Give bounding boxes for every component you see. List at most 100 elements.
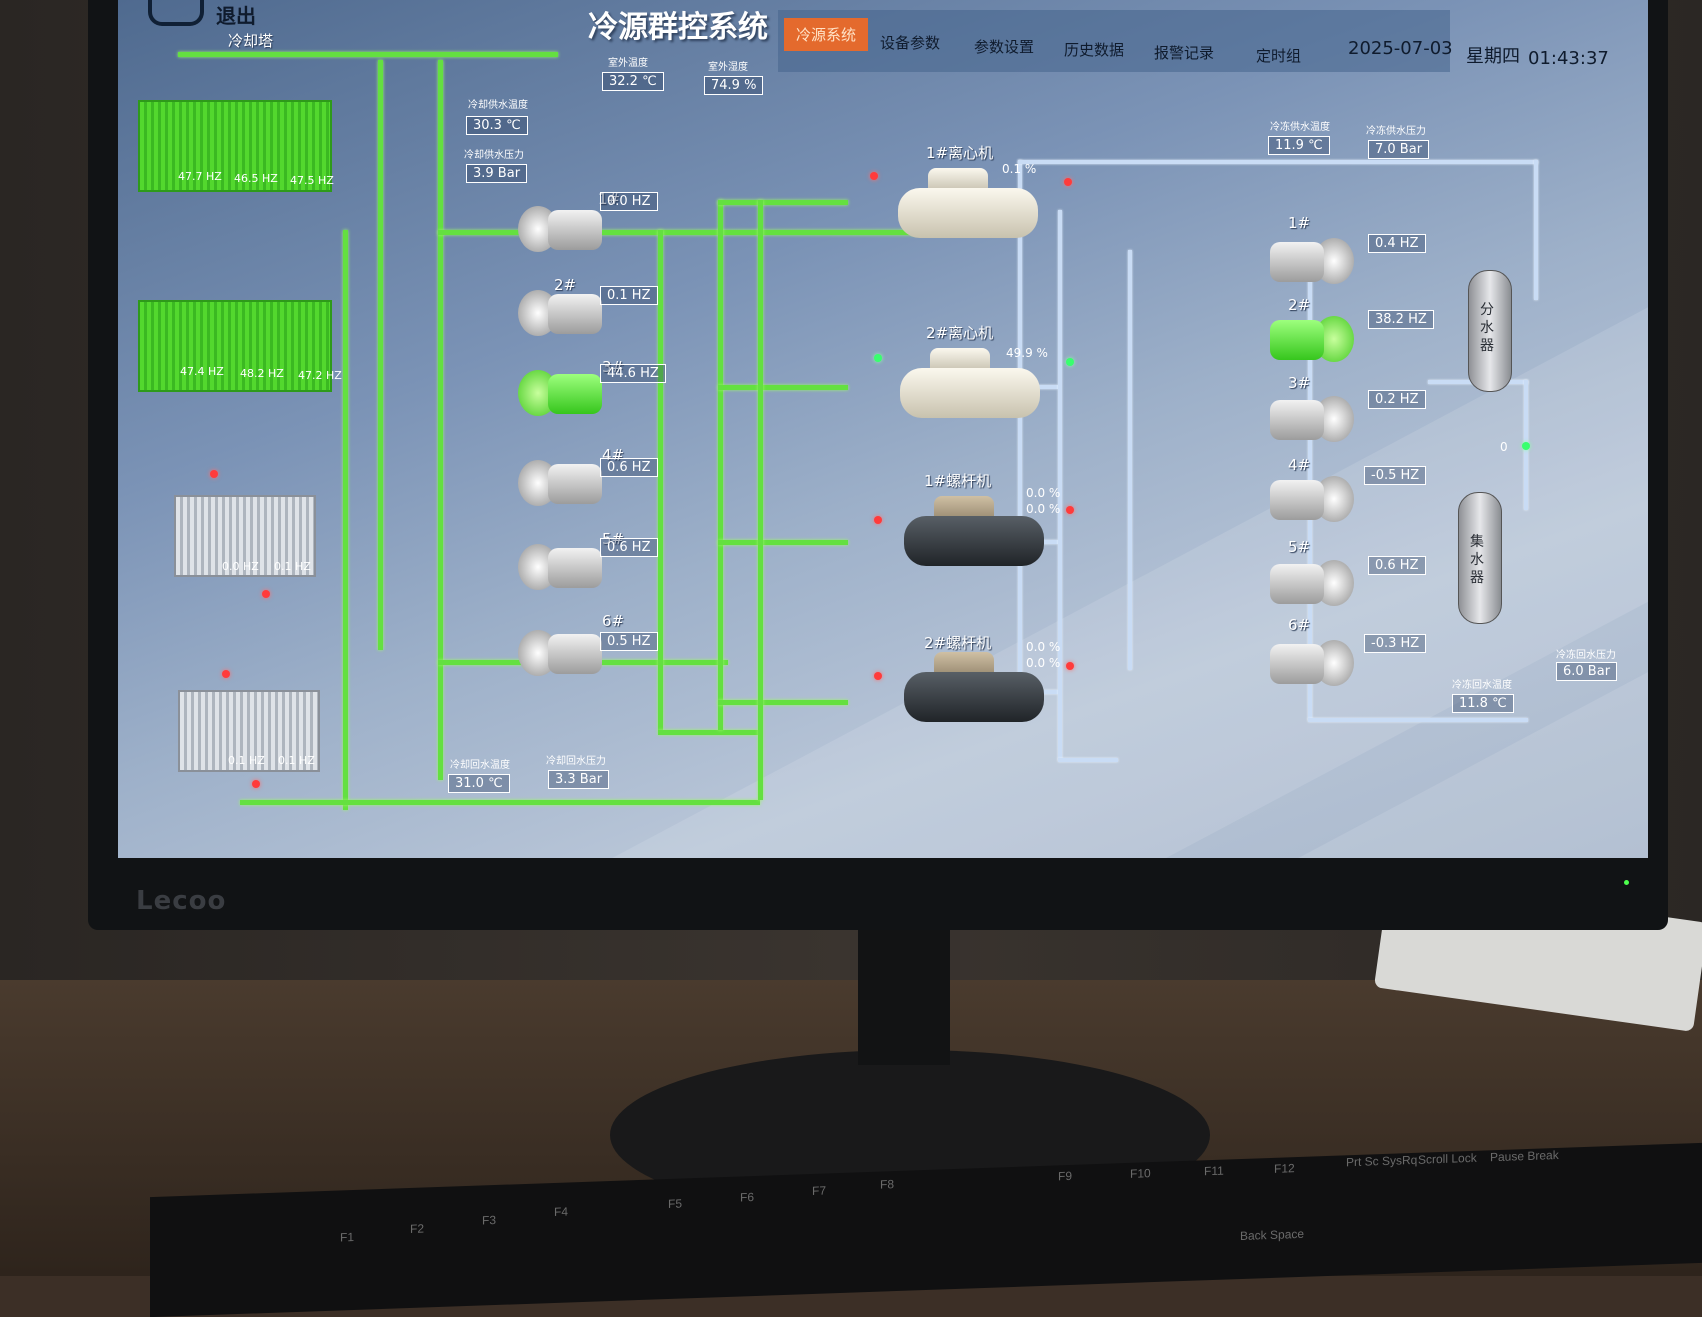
condenser-branch-1 <box>718 200 848 205</box>
chiller-2-cond-valve <box>874 354 882 362</box>
chiller-4-cond-valve <box>874 672 882 680</box>
chilled-supply-header <box>1018 160 1538 164</box>
chiller-3-evap-valve <box>1066 506 1074 514</box>
bypass-value: 0 <box>1500 440 1508 454</box>
chilled-pump-4-label: 4# <box>1288 456 1311 474</box>
chilled-pump-3[interactable] <box>1268 390 1354 446</box>
power-led <box>1624 880 1629 885</box>
condenser-branch-4 <box>718 700 848 705</box>
chiller-2-label: 2#离心机 <box>926 324 994 342</box>
cooling-pump-5-label: 5# <box>602 530 625 548</box>
chilled-pump-6-label: 6# <box>1288 616 1311 634</box>
tab-cold-source[interactable]: 冷源系统 <box>784 18 869 51</box>
cooling-pump-4-label: 4# <box>602 446 625 464</box>
cooling-pump-6[interactable] <box>518 624 604 680</box>
cooling-return-temp-value: 31.0 ℃ <box>448 774 510 793</box>
cooling-pump-1-freq: 0.0 HZ <box>600 192 658 211</box>
tab-equipment-params[interactable]: 设备参数 <box>880 34 941 52</box>
chilled-pump-2[interactable] <box>1268 310 1354 366</box>
key-f6: F6 <box>740 1190 755 1205</box>
water-collector[interactable]: 集水器 <box>1458 492 1502 624</box>
cooling-tower-2[interactable] <box>138 300 332 392</box>
key-scroll-lock: Scroll Lock <box>1418 1150 1477 1167</box>
water-distributor[interactable]: 分水器 <box>1468 270 1512 392</box>
hmi-screen: 退出 冷源群控系统 冷源系统 设备参数 参数设置 历史数据 报警记录 定时组 2… <box>118 0 1648 858</box>
cooling-supply-temp-label: 冷却供水温度 <box>468 100 528 111</box>
key-f8: F8 <box>880 1177 895 1192</box>
cooling-riser-pipe <box>378 60 383 650</box>
cooling-supply-pressure-label: 冷却供水压力 <box>464 150 524 161</box>
chilled-return-riser <box>1058 210 1062 760</box>
cooling-return-riser <box>343 230 348 810</box>
chilled-pump-6-freq: -0.3 HZ <box>1364 634 1427 653</box>
tower3-fan1-freq: 0.0 HZ <box>222 560 259 573</box>
cooling-tower-3[interactable] <box>174 495 316 577</box>
cooling-pump-2-freq: 0.1 HZ <box>600 286 658 305</box>
cooling-pump-4[interactable] <box>518 454 604 510</box>
key-f2: F2 <box>410 1221 425 1237</box>
nav-tabs: 冷源系统 设备参数 参数设置 历史数据 报警记录 定时组 <box>778 10 1450 72</box>
cooling-tower-4[interactable] <box>178 690 320 772</box>
tab-alarms[interactable]: 报警记录 <box>1154 44 1215 62</box>
chilled-supply-temp-value: 11.9 ℃ <box>1268 136 1330 155</box>
cooling-return-pressure-label: 冷却回水压力 <box>546 756 606 767</box>
cooling-pump-3[interactable] <box>518 364 604 420</box>
key-f9: F9 <box>1058 1168 1073 1184</box>
chiller-1-evap-valve <box>1064 178 1072 186</box>
cooling-return-pressure-value: 3.3 Bar <box>548 770 610 789</box>
cooling-pump-5[interactable] <box>518 538 604 594</box>
header-bar: 退出 冷源群控系统 冷源系统 设备参数 参数设置 历史数据 报警记录 定时组 2… <box>118 0 1648 72</box>
cooling-tower-1[interactable] <box>138 100 332 192</box>
tower3-valve-light <box>210 470 218 478</box>
chilled-pump-4-freq: -0.5 HZ <box>1364 466 1427 485</box>
tower4-valve-light <box>222 670 230 678</box>
cooling-return-header <box>240 800 760 805</box>
logout-button[interactable]: 退出 <box>216 4 256 28</box>
chilled-pump-1[interactable] <box>1268 232 1354 288</box>
chiller-3-load2: 0.0 % <box>1026 502 1061 516</box>
outdoor-humidity-label: 室外湿度 <box>708 62 748 73</box>
chilled-pump-1-label: 1# <box>1288 214 1311 232</box>
tab-history[interactable]: 历史数据 <box>1064 41 1125 59</box>
cooling-pump-discharge <box>658 230 663 730</box>
key-f5: F5 <box>668 1196 683 1212</box>
cooling-pump-2[interactable] <box>518 284 604 340</box>
distributor-inlet <box>1534 160 1538 300</box>
key-backspace: Back Space <box>1240 1226 1305 1244</box>
tab-param-settings[interactable]: 参数设置 <box>974 38 1035 56</box>
current-time: 01:43:37 <box>1528 48 1609 69</box>
cooling-pump-1[interactable] <box>518 200 604 256</box>
chilled-pump-5-freq: 0.6 HZ <box>1368 556 1426 575</box>
current-weekday: 星期四 <box>1466 46 1520 67</box>
key-prtsc: Prt Sc SysRq <box>1346 1152 1418 1170</box>
bypass-valve-light <box>1522 442 1530 450</box>
tower1-fan1-freq: 47.7 HZ <box>178 170 222 183</box>
chilled-pump-3-label: 3# <box>1288 374 1311 392</box>
chiller-3-label: 1#螺杆机 <box>924 472 992 490</box>
screw-chiller-2[interactable] <box>904 652 1044 732</box>
tower1-fan3-freq: 47.5 HZ <box>290 174 334 187</box>
chiller-1-load: 0.1 % <box>1002 162 1037 176</box>
cooling-main-riser <box>438 60 443 780</box>
collector-outlet <box>1308 718 1528 722</box>
centrifugal-chiller-1[interactable] <box>898 168 1038 248</box>
chiller-4-load2: 0.0 % <box>1026 656 1061 670</box>
tower3-outlet-light <box>262 590 270 598</box>
outdoor-temp-value: 32.2 ℃ <box>602 72 664 91</box>
tab-timer-group[interactable]: 定时组 <box>1256 47 1302 65</box>
chilled-pump-6[interactable] <box>1268 634 1354 690</box>
cooling-pump-1-label: 1# <box>598 190 621 208</box>
cooling-pump-4-freq: 0.6 HZ <box>600 458 658 477</box>
chilled-pump-5[interactable] <box>1268 554 1354 610</box>
chilled-pump-4[interactable] <box>1268 470 1354 526</box>
chiller-1-cond-valve <box>870 172 878 180</box>
key-f3: F3 <box>482 1213 497 1228</box>
monitor-brand-logo: Lecoo <box>136 886 227 916</box>
tower4-outlet-light <box>252 780 260 788</box>
cooling-pump-3-freq: 44.6 HZ <box>600 364 666 383</box>
screw-chiller-1[interactable] <box>904 496 1044 576</box>
chilled-return-temp-label: 冷冻回水温度 <box>1452 680 1512 691</box>
centrifugal-chiller-2[interactable] <box>900 348 1040 428</box>
chiller-1-label: 1#离心机 <box>926 144 994 162</box>
logout-icon[interactable] <box>148 0 204 26</box>
